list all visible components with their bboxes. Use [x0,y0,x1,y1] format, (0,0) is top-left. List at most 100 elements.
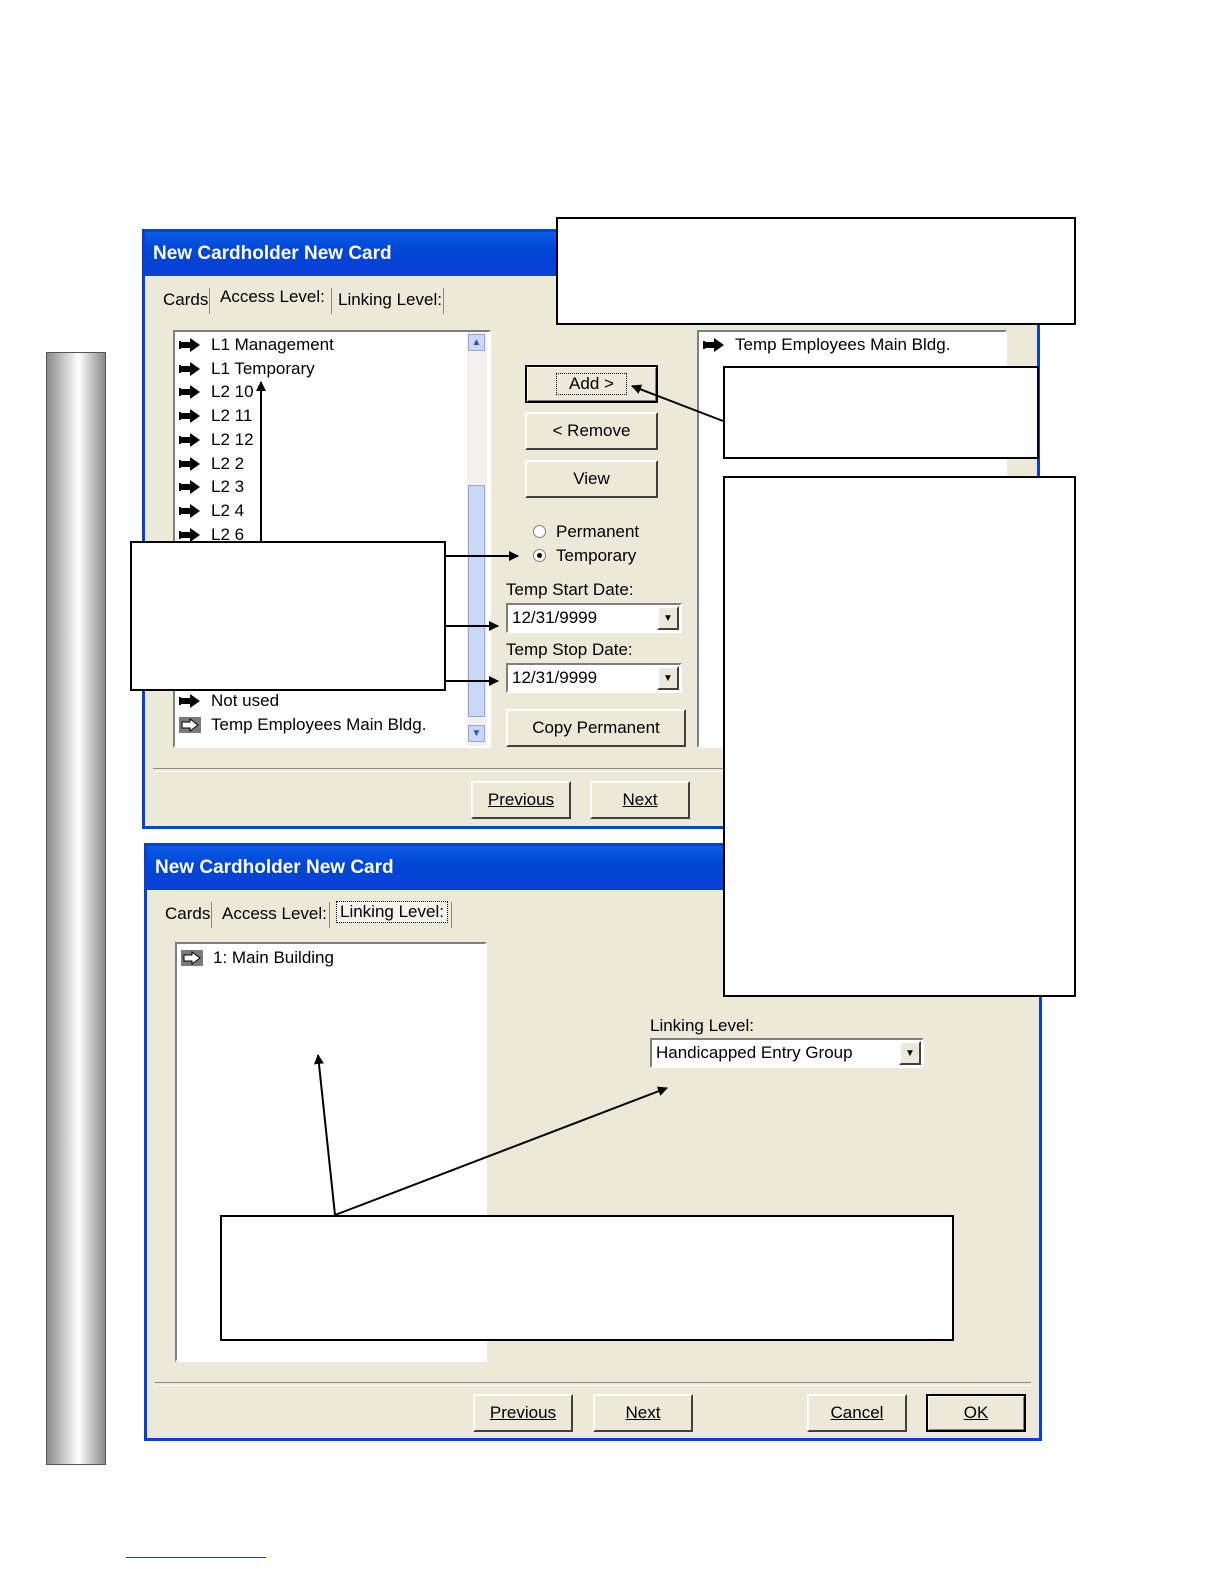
permanent-radio[interactable] [533,525,546,538]
list-item[interactable]: L2 12 [179,429,254,451]
chevron-down-icon[interactable]: ▼ [657,666,679,690]
previous-button[interactable]: Previous [473,1394,573,1432]
cancel-button[interactable]: Cancel [807,1394,907,1432]
temp-start-date-picker[interactable]: 12/31/9999 ▼ [506,603,682,633]
permanent-label: Permanent [556,522,640,541]
window-title: New Cardholder New Card [155,857,394,878]
arrow-right-icon [179,385,200,399]
arrow-right-icon [703,338,724,352]
cancel-button-label: Cancel [830,1403,884,1422]
arrow-right-icon [179,457,200,471]
list-item[interactable]: Temp Employees Main Bldg. [703,334,950,356]
next-button-label: Next [622,790,658,809]
add-button[interactable]: Add > [525,365,658,403]
list-item[interactable]: 1: Main Building [181,947,334,969]
list-item-label: L2 11 [211,406,253,425]
callout-box-add [723,366,1039,459]
add-button-label: Add > [556,373,627,395]
tab-divider [331,288,332,314]
chevron-down-icon[interactable]: ▼ [657,606,679,630]
list-item[interactable]: L2 3 [179,476,244,498]
button-area-divider [155,1382,1031,1386]
scroll-up-icon[interactable]: ▲ [468,334,485,351]
callout-box-bottom [220,1215,954,1341]
list-item-label: L2 12 [211,430,254,449]
list-item-label: L2 3 [211,477,245,496]
arrow-to-link-list [313,1054,336,1216]
previous-button-label: Previous [487,790,555,809]
arrow-right-icon [179,409,200,423]
list-item-label: L2 10 [211,382,254,401]
list-item[interactable]: L2 2 [179,453,244,475]
side-gradient-bar [46,352,106,1465]
list-item-label: 1: Main Building [213,948,334,967]
list-item-label: Not used [211,691,280,710]
scroll-down-icon[interactable]: ▼ [468,725,485,742]
temporary-label: Temporary [556,546,637,565]
tab-access-level[interactable]: Access Level: [222,904,327,923]
callout-box-right [723,476,1076,997]
arrow-right-icon [179,338,200,352]
arrow-right-icon [179,480,200,494]
hollow-arrow-icon [181,950,203,966]
tab-access-level[interactable]: Access Level: [220,287,325,306]
list-item-label: Temp Employees Main Bldg. [735,335,951,354]
footer-rule [126,1557,266,1558]
list-item[interactable]: L2 11 [179,405,252,427]
next-button-label: Next [625,1403,661,1422]
list-item-label: L2 2 [211,454,245,473]
list-item-label: Temp Employees Main Bldg. [211,715,427,734]
callout-box-top [556,217,1076,325]
scroll-thumb[interactable] [468,485,485,717]
arrow-right-icon [179,694,200,708]
list-item[interactable]: Temp Employees Main Bldg. [179,714,426,736]
ok-button[interactable]: OK [926,1394,1026,1432]
temporary-radio[interactable] [533,549,546,562]
arrow-right-icon [179,504,200,518]
tab-divider [209,288,210,314]
tab-divider [329,902,330,928]
chevron-down-icon[interactable]: ▼ [899,1041,921,1065]
list-item-label: L1 Management [211,335,334,354]
list-item[interactable]: L1 Temporary [179,358,315,380]
arrow-right-icon [179,528,200,542]
list-item-label: L1 Temporary [211,359,315,378]
temp-start-date-value: 12/31/9999 [512,608,598,627]
ok-button-label: OK [963,1403,989,1422]
list-item-label: L2 6 [211,525,245,544]
tab-cards[interactable]: Cards [165,904,211,923]
callout-box-left [130,541,446,691]
list-item[interactable]: L1 Management [179,334,334,356]
remove-button[interactable]: < Remove [525,412,658,450]
arrow-right-icon [179,433,200,447]
temp-stop-date-picker[interactable]: 12/31/9999 ▼ [506,663,682,693]
tab-cards[interactable]: Cards [163,290,209,309]
linking-level-label: Linking Level: [650,1016,754,1035]
list-item[interactable]: L2 10 [179,381,254,403]
list-item[interactable]: L2 4 [179,500,244,522]
list-scrollbar[interactable]: ▲ ▼ [467,332,487,746]
arrow-to-add [631,384,724,422]
tab-divider [211,902,212,928]
previous-button-label: Previous [489,1403,557,1422]
arrow-to-link-level [334,1086,668,1216]
list-item[interactable]: L2 6 [179,524,244,546]
arrow-right-icon [179,362,200,376]
list-item-label: L2 4 [211,501,245,520]
tab-linking-level[interactable]: Linking Level: [338,290,442,309]
button-area-divider [153,768,1029,772]
copy-permanent-button[interactable]: Copy Permanent [506,709,686,747]
next-button[interactable]: Next [593,1394,693,1432]
temp-stop-date-label: Temp Stop Date: [506,640,633,659]
tab-linking-level[interactable]: Linking Level: [336,901,448,923]
list-item[interactable]: Not used [179,690,279,712]
temp-start-date-label: Temp Start Date: [506,580,634,599]
tab-divider [443,288,444,314]
next-button[interactable]: Next [590,781,690,819]
previous-button[interactable]: Previous [471,781,571,819]
window-title: New Cardholder New Card [153,243,392,264]
view-button[interactable]: View [525,460,658,498]
tab-divider [451,902,452,928]
linking-level-select[interactable]: Handicapped Entry Group ▼ [650,1038,924,1068]
